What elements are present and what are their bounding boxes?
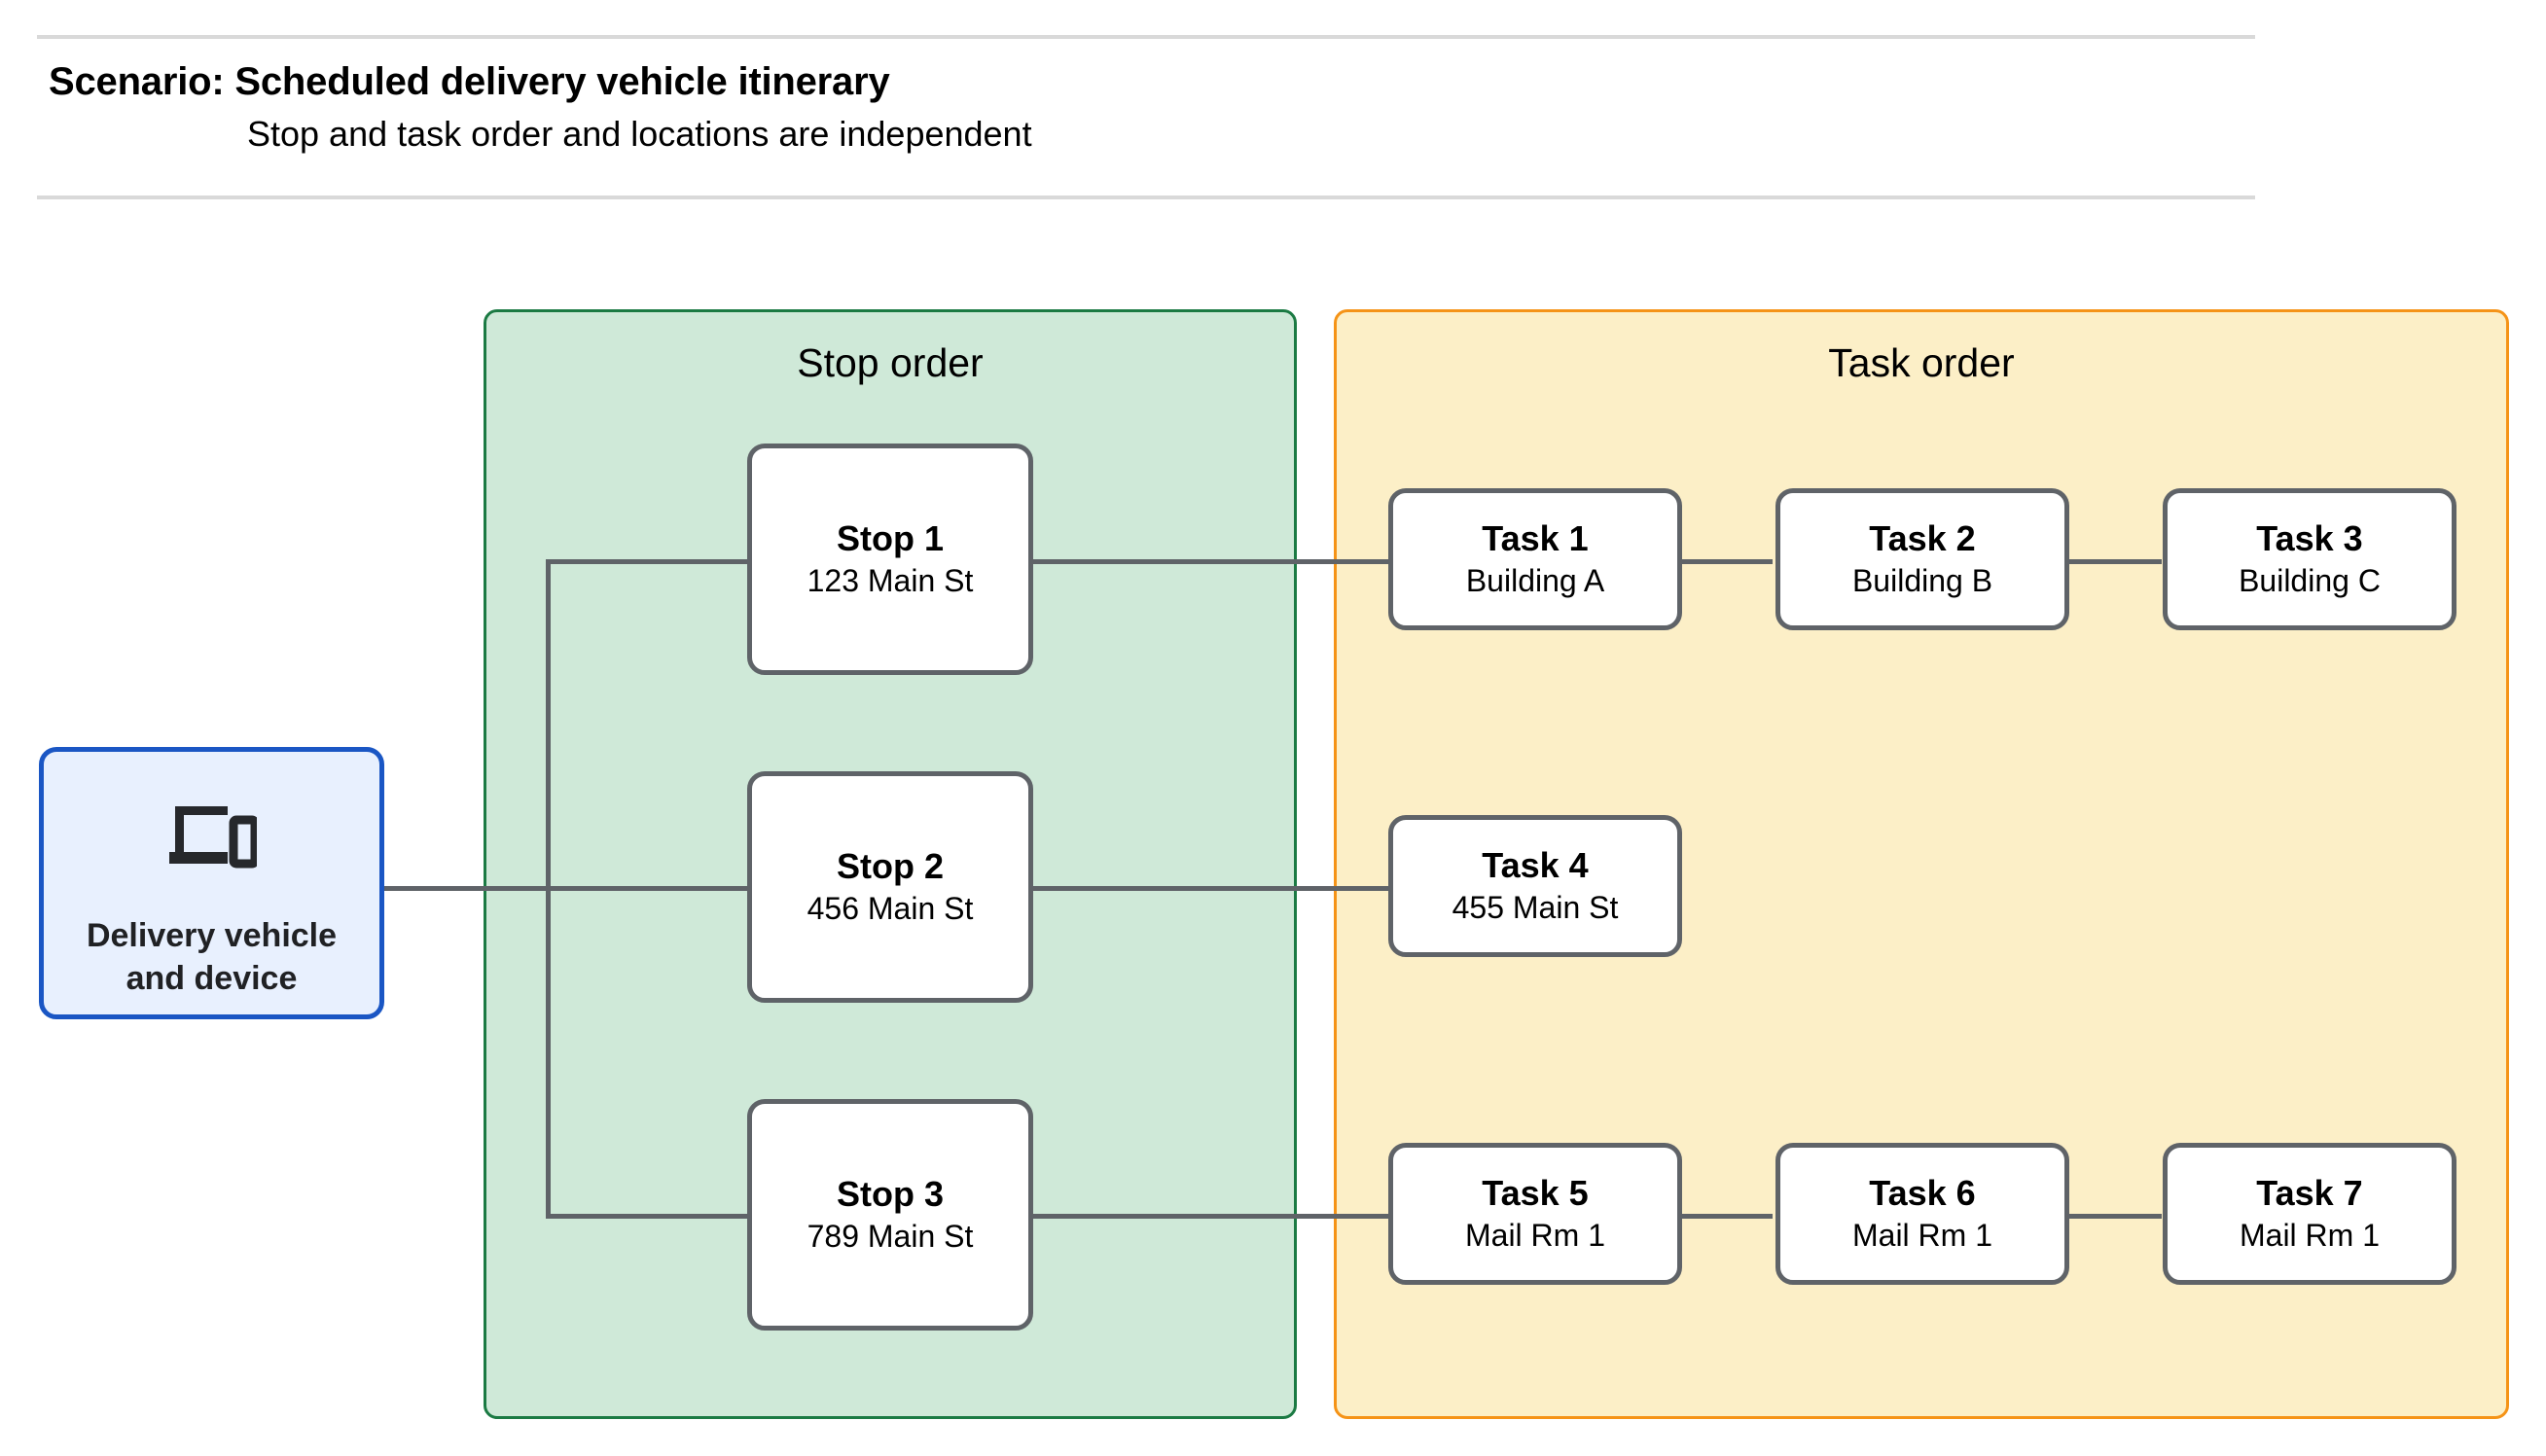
delivery-vehicle-node[interactable]: Delivery vehicle and device — [39, 747, 384, 1019]
task-node-4-title: Task 4 — [1482, 845, 1589, 886]
task-node-1-title: Task 1 — [1482, 518, 1589, 559]
task-node-7-title: Task 7 — [2256, 1173, 2363, 1214]
task-order-title: Task order — [1828, 340, 2015, 385]
stop-node-2-address: 456 Main St — [807, 890, 974, 926]
connector-vehicle-trunk — [383, 886, 551, 891]
task-node-2-location: Building B — [1851, 562, 1993, 598]
delivery-vehicle-label: Delivery vehicle and device — [87, 915, 337, 1000]
stop-node-2-title: Stop 2 — [836, 846, 944, 887]
task-node-1[interactable]: Task 1 Building A — [1388, 488, 1682, 630]
connector-trunk-stop2 — [546, 886, 752, 891]
connector-stop1-task1 — [1029, 559, 1393, 564]
page-subtitle: Stop and task order and locations are in… — [247, 114, 1032, 154]
connector-task6-task7 — [2066, 1214, 2162, 1219]
stop-order-title: Stop order — [797, 340, 984, 385]
connector-task1-task2 — [1677, 559, 1773, 564]
task-node-7-location: Mail Rm 1 — [2239, 1217, 2380, 1253]
header-divider-top — [37, 35, 2255, 39]
task-node-6-location: Mail Rm 1 — [1851, 1217, 1992, 1253]
connector-task5-task6 — [1677, 1214, 1773, 1219]
task-node-5-title: Task 5 — [1482, 1173, 1589, 1214]
stop-node-1-address: 123 Main St — [807, 562, 974, 598]
task-node-3[interactable]: Task 3 Building C — [2163, 488, 2456, 630]
connector-stop2-task4 — [1029, 886, 1393, 891]
stop-node-2[interactable]: Stop 2 456 Main St — [747, 771, 1033, 1003]
vehicle-label-line2: and device — [126, 959, 298, 997]
task-node-4[interactable]: Task 4 455 Main St — [1388, 815, 1682, 957]
connector-stop3-task5 — [1029, 1214, 1393, 1219]
task-node-6-title: Task 6 — [1869, 1173, 1976, 1214]
header-divider-bottom — [37, 195, 2255, 199]
task-node-3-title: Task 3 — [2256, 518, 2363, 559]
page-title: Scenario: Scheduled delivery vehicle iti… — [49, 60, 890, 103]
task-node-2-title: Task 2 — [1869, 518, 1976, 559]
task-node-5-location: Mail Rm 1 — [1464, 1217, 1605, 1253]
vehicle-label-line1: Delivery vehicle — [86, 917, 338, 954]
connector-trunk-stop1 — [546, 559, 752, 564]
task-node-2[interactable]: Task 2 Building B — [1775, 488, 2069, 630]
task-node-7[interactable]: Task 7 Mail Rm 1 — [2163, 1143, 2456, 1285]
connector-task2-task3 — [2066, 559, 2162, 564]
stop-node-1-title: Stop 1 — [836, 518, 944, 559]
task-node-3-location: Building C — [2239, 562, 2381, 598]
stop-node-3-address: 789 Main St — [807, 1218, 974, 1254]
task-node-6[interactable]: Task 6 Mail Rm 1 — [1775, 1143, 2069, 1285]
task-node-4-location: 455 Main St — [1452, 889, 1619, 925]
devices-icon — [168, 806, 257, 869]
task-node-5[interactable]: Task 5 Mail Rm 1 — [1388, 1143, 1682, 1285]
stop-node-1[interactable]: Stop 1 123 Main St — [747, 444, 1033, 675]
task-node-1-location: Building A — [1465, 562, 1605, 598]
stop-node-3-title: Stop 3 — [836, 1174, 944, 1215]
connector-trunk-stop3 — [546, 1214, 752, 1219]
stop-node-3[interactable]: Stop 3 789 Main St — [747, 1099, 1033, 1331]
